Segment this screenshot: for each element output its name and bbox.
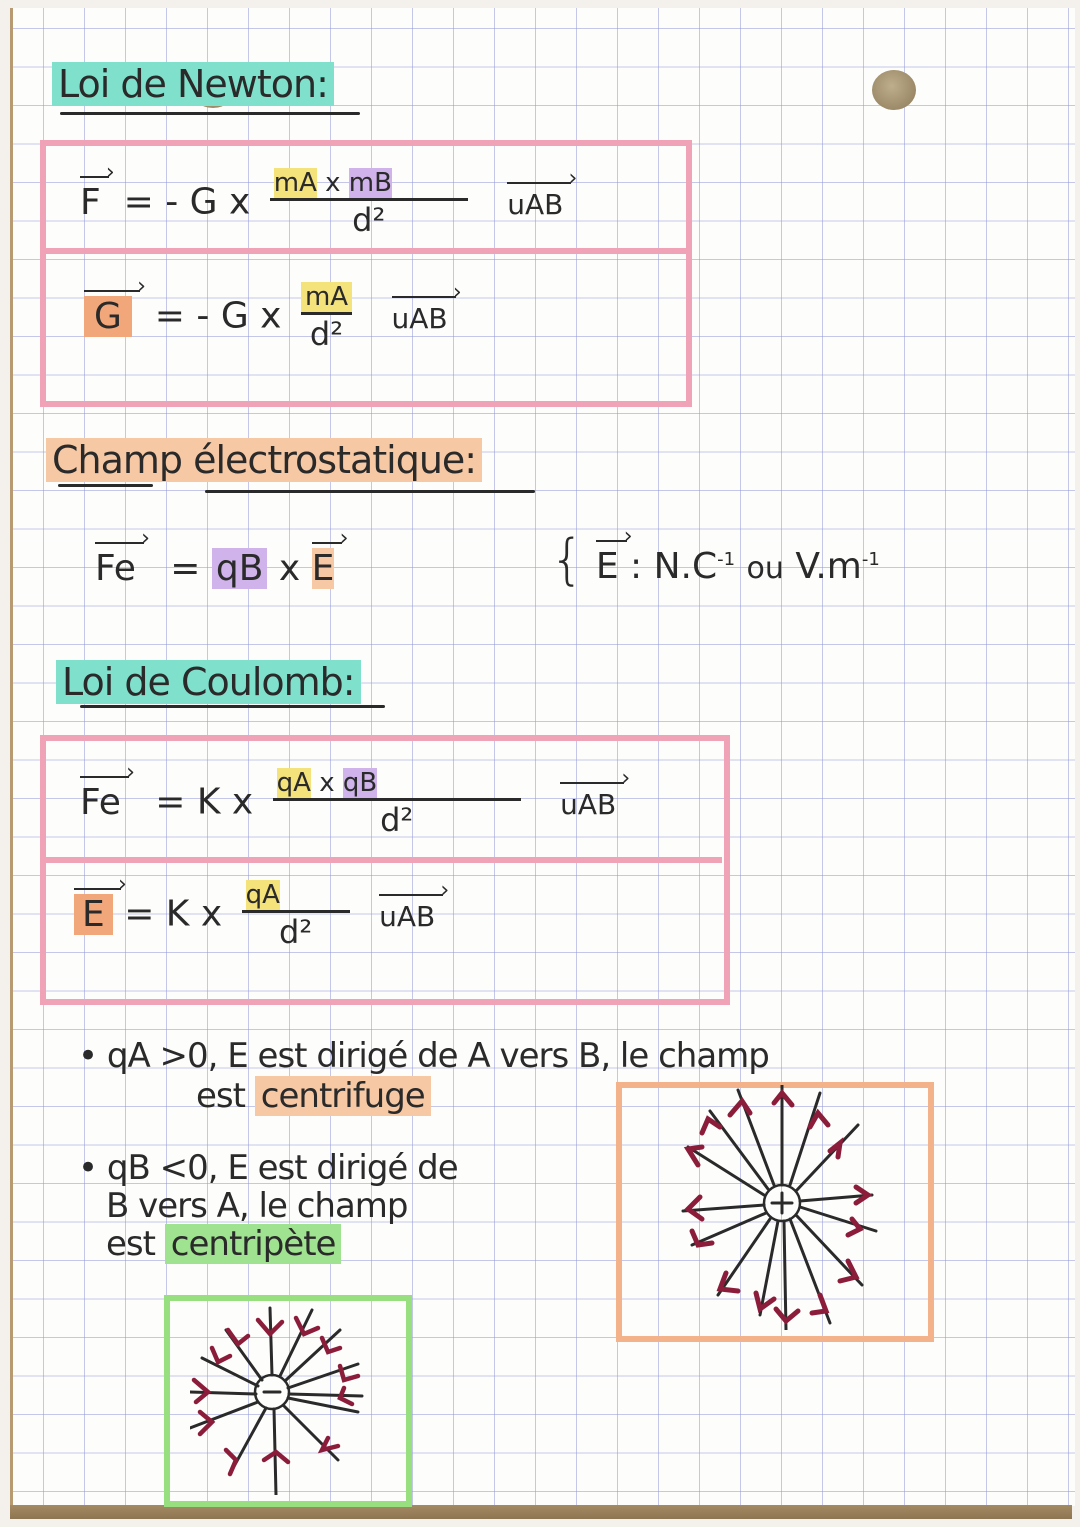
keyword-centrifuge: centrifuge: [254, 1076, 431, 1116]
equals-minus-g: = - G x: [154, 295, 282, 337]
fraction-denominator: d²: [309, 315, 344, 353]
mass-b: mB: [348, 168, 392, 198]
charge-qa: qA: [276, 768, 311, 798]
keyword-centripete: centripète: [164, 1224, 342, 1264]
note-text: qB <0, E est dirigé de: [106, 1148, 459, 1188]
charge-qb: qB: [342, 768, 378, 798]
unit-vector-uab: uAB: [379, 878, 449, 933]
equals-minus-g: = - G x: [123, 181, 251, 223]
fraction-numerator: qA: [241, 880, 350, 913]
table-surface: [10, 1505, 1072, 1519]
brace-icon: {: [550, 528, 585, 591]
fraction-denominator: d²: [380, 801, 414, 839]
field-symbol: E: [595, 524, 632, 587]
gravity-field-vector: G: [84, 274, 146, 337]
negative-charge-field-diagram: [190, 1306, 364, 1495]
coulomb-force-formula: Fe = K x qA x qB d² uAB: [80, 760, 630, 839]
newton-fraction: mA x mB d²: [269, 168, 468, 239]
coulomb-fraction: qA x qB d²: [272, 768, 521, 839]
negative-charge-frame: [164, 1295, 412, 1507]
unit-vector-uab: uAB: [391, 280, 462, 335]
coulomb-formula-box: [40, 735, 730, 1005]
coulomb-field-formula: E = K x qA d² uAB: [74, 872, 449, 951]
note-negative-line2: B vers A, le champ: [106, 1186, 408, 1226]
electrostatic-title-underline-2: [205, 490, 535, 493]
newton-formula-box: [40, 140, 692, 407]
bullet: •: [78, 1148, 98, 1188]
newton-force-formula: F = - G x mA x mB d² uAB: [80, 160, 577, 239]
electrostatic-title-underline-1: [58, 484, 153, 487]
coulomb-title-underline: [80, 705, 385, 708]
charge-qb: qB: [211, 548, 268, 589]
newton-field-formula: G = - G x mA d² uAB: [84, 274, 462, 353]
coulomb-title-text: Loi de Coulomb:: [56, 660, 361, 704]
note-negative-line1: • qB <0, E est dirigé de: [78, 1148, 459, 1188]
field-fraction: qA d²: [241, 880, 350, 951]
mass-a: mA: [273, 168, 317, 198]
newton-title: Loi de Newton:: [52, 62, 334, 106]
mass-a: mA: [300, 282, 353, 315]
electric-field-vector: E: [74, 872, 126, 935]
bullet: •: [78, 1036, 98, 1076]
fraction-numerator: mA x mB: [269, 168, 468, 201]
electric-force-vector: Fe: [80, 760, 135, 823]
fraction-denominator: d²: [279, 913, 313, 951]
times-sign: x: [325, 168, 341, 198]
coulomb-box-divider: [46, 857, 722, 863]
times-sign: x: [278, 548, 301, 589]
note-negative-line3: est centripète: [106, 1224, 342, 1264]
force-vector: F: [80, 160, 114, 223]
times-sign: x: [319, 768, 335, 798]
note-text: est: [106, 1224, 156, 1264]
unit-vm: V.m: [795, 546, 862, 587]
note-text: B vers A, le champ: [106, 1186, 408, 1226]
note-text: qA >0, E est dirigé de A vers B, le cham…: [106, 1036, 770, 1076]
electrostatic-formula: Fe = qB x E: [95, 526, 348, 589]
exponent: -1: [717, 549, 736, 570]
punch-hole-top-right: [872, 70, 916, 110]
coulomb-title: Loi de Coulomb:: [56, 660, 361, 704]
positive-charge-frame: [616, 1082, 934, 1342]
field-units-note: { E : N.C-1 ou V.m-1: [550, 524, 880, 591]
fraction-numerator: qA x qB: [272, 768, 521, 801]
equals-k: = K x: [124, 893, 223, 935]
equals-k: = K x: [155, 781, 254, 823]
exponent: -1: [861, 549, 880, 570]
field-fraction: mA d²: [300, 282, 353, 353]
electrostatic-title: Champ électrostatique:: [46, 438, 483, 482]
electric-field-vector: E: [311, 526, 348, 589]
positive-charge-field-diagram: [681, 1085, 878, 1330]
unit-vector-uab: uAB: [507, 166, 577, 221]
unit-vector-uab: uAB: [560, 766, 630, 821]
newton-title-underline: [60, 112, 360, 115]
electrostatic-title-text: Champ électrostatique:: [46, 438, 483, 482]
note-positive-line2: est centrifuge: [196, 1076, 431, 1116]
electric-force-vector: Fe: [95, 526, 150, 589]
note-text: est: [196, 1076, 246, 1116]
equals-sign: =: [170, 548, 201, 589]
unit-nc: : N.C: [630, 546, 718, 587]
charge-qa: qA: [245, 880, 280, 910]
newton-title-text: Loi de Newton:: [52, 62, 334, 106]
fraction-denominator: d²: [352, 201, 386, 239]
note-positive-line1: • qA >0, E est dirigé de A vers B, le ch…: [78, 1036, 770, 1076]
newton-box-divider: [46, 248, 686, 254]
or-word: ou: [746, 551, 784, 586]
